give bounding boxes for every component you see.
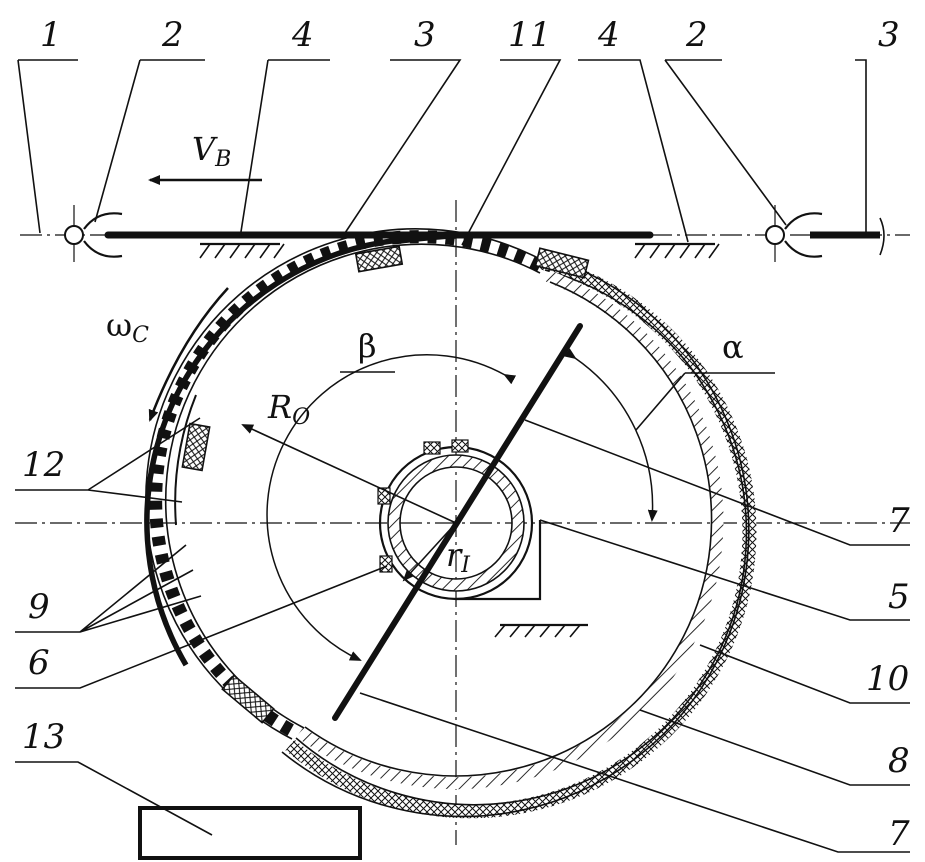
outer-radius-symbol: RO [267,388,310,430]
beta-symbol: β [358,327,377,365]
right-labels: 7 5 10 8 7 [866,501,910,854]
label-13: 13 [22,717,65,757]
block-13 [138,806,362,860]
label-2-left: 2 [161,15,184,55]
label-4-right: 4 [597,15,620,55]
alpha-symbol: α [722,328,744,366]
label-8: 8 [888,741,910,781]
beta-arc [266,353,517,661]
support-4-left [199,242,285,259]
leader-lines [15,59,910,853]
velocity-symbol: VB [192,130,231,172]
label-1: 1 [40,15,62,55]
label-7-lower: 7 [888,814,910,854]
label-10: 10 [866,659,909,699]
label-7-upper: 7 [888,501,910,541]
inner-drum [377,439,588,638]
label-3-left: 3 [414,15,436,55]
label-6: 6 [28,643,50,683]
inner-radius-symbol: rI [446,536,471,578]
support-4-right [634,242,720,259]
rotation-arrow [148,287,229,422]
label-2-right: 2 [685,15,708,55]
label-5: 5 [888,577,910,617]
label-4-left: 4 [291,15,314,55]
gripper-2-right [765,212,823,258]
belt-3 [104,217,885,256]
left-labels: 12 9 6 13 [22,445,65,757]
blade-7 [332,323,583,721]
top-labels: 1 2 4 3 11 4 2 3 [40,15,900,55]
omega-symbol: ωC [106,306,149,348]
gripper-2-left [64,212,123,258]
label-12: 12 [22,445,65,485]
alpha-arc [563,348,658,522]
label-11: 11 [508,15,551,55]
label-3-right: 3 [878,15,900,55]
label-9: 9 [28,587,50,627]
